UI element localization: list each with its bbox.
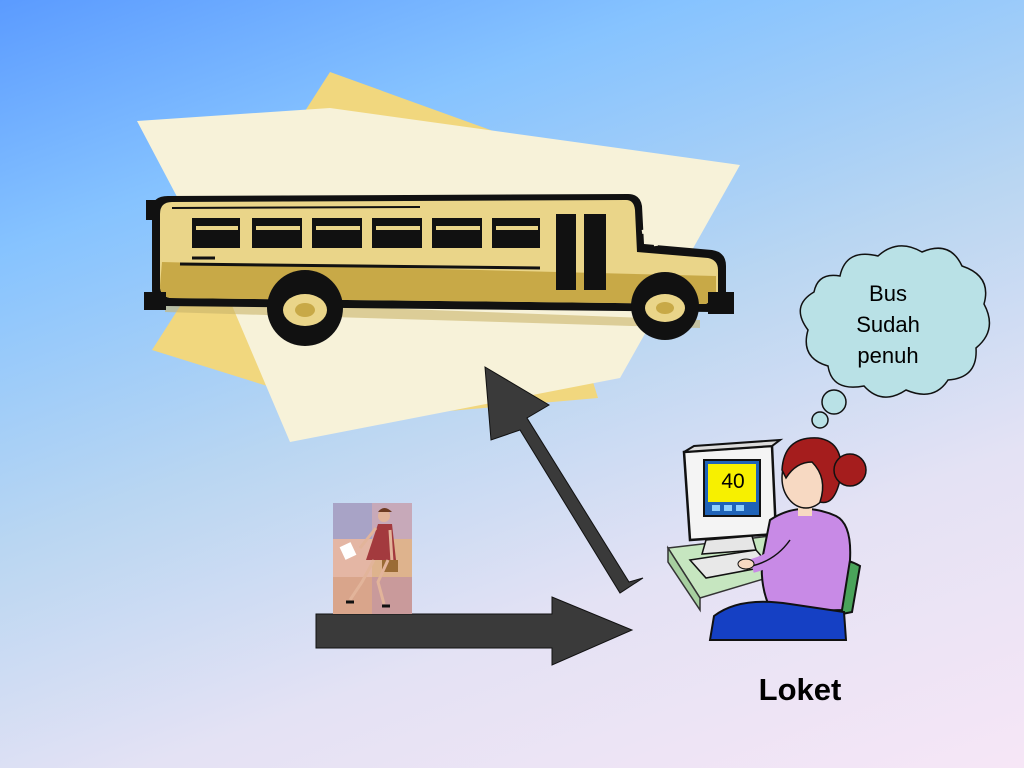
thought-line-1: Bus xyxy=(869,281,907,306)
thought-cloud-text: Bus Sudah penuh xyxy=(838,278,938,371)
thought-line-3: penuh xyxy=(857,343,919,368)
counter-label: Loket xyxy=(758,672,842,707)
arrow-up-icon xyxy=(484,366,644,594)
thought-line-2: Sudah xyxy=(856,312,920,337)
monitor-count: 40 xyxy=(721,470,745,493)
